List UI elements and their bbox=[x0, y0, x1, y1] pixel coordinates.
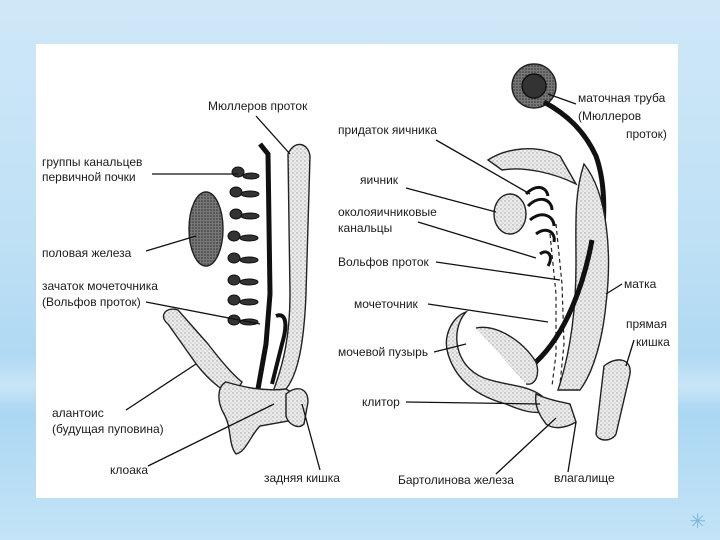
allantois-shape bbox=[162, 308, 243, 397]
label-gonad: половая железа bbox=[42, 246, 132, 260]
label-epoophoron: придаток яичника bbox=[338, 123, 437, 137]
right-leader-lines bbox=[405, 93, 635, 475]
label-allantois-1: алантоис bbox=[52, 406, 104, 420]
label-bartholin: Бартолинова железа bbox=[398, 473, 514, 487]
left-leader-lines bbox=[125, 115, 321, 471]
mesovarium-shape bbox=[486, 148, 578, 186]
cloaca-shape bbox=[218, 381, 304, 455]
muller-duct-shape bbox=[270, 143, 311, 396]
left-embryo-drawing bbox=[162, 142, 311, 455]
label-ureter: мочеточник bbox=[354, 297, 419, 311]
gonad-shape bbox=[188, 191, 224, 267]
label-paroophoron-2: канальцы bbox=[338, 221, 392, 235]
label-muller-duct: Мюллеров проток bbox=[208, 99, 308, 113]
label-ovary: яичник bbox=[360, 173, 399, 187]
label-uterus: матка bbox=[624, 277, 657, 291]
diagram-panel: Мюллеров проток группы канальцев первичн… bbox=[36, 44, 678, 498]
wolffian-duct-shape bbox=[255, 142, 273, 390]
ovary-shape bbox=[493, 193, 527, 235]
mesonephric-tubules bbox=[227, 166, 260, 326]
label-cloaca: клоака bbox=[110, 463, 148, 477]
label-clitoris: клитор bbox=[362, 395, 400, 409]
vestibule-shape bbox=[534, 392, 577, 429]
label-ureter-bud-2: (Вольфов проток) bbox=[42, 295, 141, 309]
left-labels: Мюллеров проток группы канальцев первичн… bbox=[42, 99, 340, 485]
label-fallopian-3: проток) bbox=[626, 127, 667, 141]
label-rectum-2: кишка bbox=[636, 335, 670, 349]
label-fallopian-2: (Мюллеров bbox=[578, 109, 641, 123]
epoophoron-tubules bbox=[524, 186, 556, 267]
bladder-shape bbox=[445, 310, 551, 414]
label-rectum-1: прямая bbox=[626, 317, 667, 331]
label-tubule-groups-1: группы канальцев bbox=[42, 155, 142, 169]
ureter-bud-shape bbox=[270, 313, 288, 385]
label-fallopian-1: маточная труба bbox=[578, 91, 666, 105]
right-female-drawing bbox=[445, 63, 631, 441]
label-vagina: влагалище bbox=[554, 471, 615, 485]
label-allantois-2: (будущая пуповина) bbox=[52, 422, 164, 436]
sparkle-icon: ✳ bbox=[689, 511, 706, 533]
rectum-shape bbox=[595, 359, 631, 441]
label-paroophoron-1: околояичниковые bbox=[338, 205, 437, 219]
label-bladder: мочевой пузырь bbox=[338, 345, 428, 359]
label-wolffian-duct: Вольфов проток bbox=[338, 255, 430, 269]
ureter-shape bbox=[524, 239, 595, 376]
right-labels: маточная труба (Мюллеров проток) придато… bbox=[338, 91, 670, 487]
label-ureter-bud-1: зачаток мочеточника bbox=[42, 279, 158, 293]
label-hindgut: задняя кишка bbox=[264, 471, 340, 485]
hindgut-shape bbox=[285, 388, 309, 428]
label-tubule-groups-2: первичной почки bbox=[42, 170, 136, 184]
wolffian-remnant-shape bbox=[555, 223, 565, 385]
embryology-diagram: Мюллеров проток группы канальцев первичн… bbox=[42, 63, 670, 487]
